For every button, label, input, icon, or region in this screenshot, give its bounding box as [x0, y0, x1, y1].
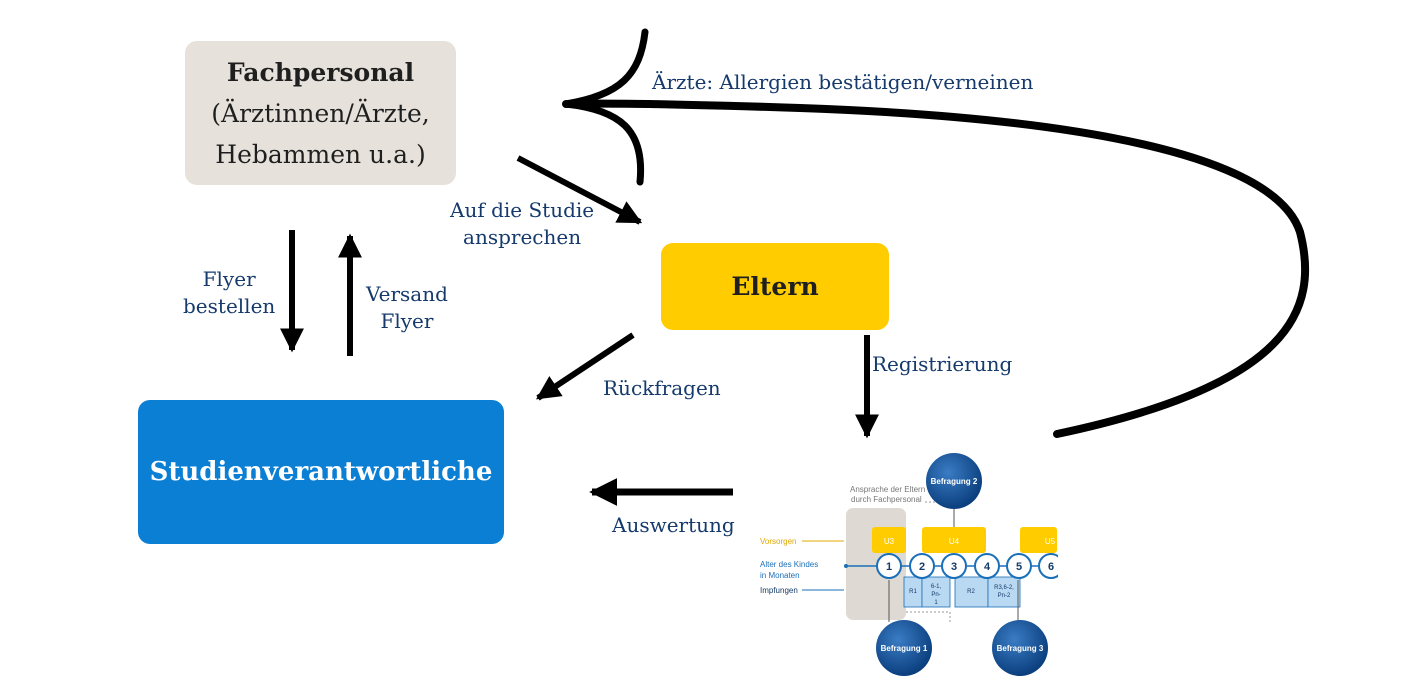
- row-label-alter-1: Alter des Kindes: [760, 560, 818, 569]
- month-label-2: 2: [919, 561, 925, 573]
- row-label-alter-2: in Monaten: [760, 571, 800, 580]
- fachpersonal-line-1: Fachpersonal: [226, 57, 415, 87]
- label-flyer-bestellen-line-1: Flyer: [202, 267, 256, 291]
- month-label-1: 1: [886, 561, 892, 573]
- label-aerzte-allergien: Ärzte: Allergien bestätigen/verneinen: [652, 70, 1034, 94]
- month-label-6: 6: [1048, 561, 1054, 573]
- label-rueckfragen: Rückfragen: [603, 376, 721, 400]
- fachpersonal-line-2: (Ärztinnen/Ärzte,: [211, 98, 430, 128]
- month-circle-1: [876, 553, 902, 579]
- impf-r3-b: Pn-2: [998, 593, 1011, 599]
- month-label-5: 5: [1016, 561, 1022, 573]
- row-label-vorsorgen: Vorsorgen: [760, 537, 796, 546]
- feedback-loop-arrowhead: [565, 28, 649, 186]
- label-auf-die-studie: Auf die Studie ansprechen: [450, 197, 594, 251]
- node-fachpersonal: Fachpersonal (Ärztinnen/Ärzte, Hebammen …: [185, 41, 456, 185]
- month-circle-4: [974, 553, 1000, 579]
- month-circle-5: [1006, 553, 1032, 579]
- label-auf-die-studie-line-2: ansprechen: [463, 225, 582, 249]
- impf-6-1-c: 1: [934, 600, 938, 606]
- arrow-rueckfragen: [535, 332, 635, 401]
- node-studienverantwortliche: Studienverantwortliche: [138, 400, 504, 544]
- label-versand-flyer-line-2: Flyer: [380, 309, 434, 333]
- month-circle-3: [941, 553, 967, 579]
- feedback-loop-arrow: [562, 99, 1310, 438]
- vorsorge-u5: U5: [1045, 537, 1056, 546]
- row-label-impfungen: Impfungen: [760, 586, 798, 595]
- month-label-3: 3: [951, 561, 957, 573]
- befragung-3-circle: [992, 620, 1048, 676]
- vorsorge-u3: U3: [884, 537, 895, 546]
- fachpersonal-line-3: Hebammen u.a.): [215, 139, 426, 169]
- befragung-2-circle: [926, 453, 982, 509]
- label-versand-flyer: Versand Flyer: [366, 281, 448, 335]
- month-label-4: 4: [984, 561, 991, 573]
- impf-6-1-b: Pn-: [931, 592, 940, 598]
- impf-6-1-a: 6-1,: [931, 584, 942, 590]
- vorsorge-u4: U4: [949, 537, 960, 546]
- arrow-fach-to-eltern: [516, 155, 643, 225]
- node-eltern: Eltern: [661, 243, 889, 330]
- impf-r3-a: R3,6-2,: [994, 585, 1014, 591]
- label-flyer-bestellen: Flyer bestellen: [183, 266, 275, 320]
- label-auswertung: Auswertung: [612, 513, 735, 537]
- month-circle-2: [909, 553, 935, 579]
- studienverantwortliche-label: Studienverantwortliche: [149, 457, 493, 487]
- timeline-graphic: Ansprache der Eltern durch Fachpersonal …: [760, 440, 1118, 690]
- befragung-1-circle: [876, 620, 932, 676]
- label-versand-flyer-line-1: Versand: [366, 282, 448, 306]
- befragung-2-label: Befragung 2: [931, 477, 978, 486]
- label-auf-die-studie-line-1: Auf die Studie: [450, 198, 595, 222]
- eltern-label: Eltern: [731, 272, 819, 301]
- label-registrierung: Registrierung: [872, 352, 1013, 376]
- ansprache-label-2: durch Fachpersonal: [851, 495, 922, 504]
- ansprache-label-1: Ansprache der Eltern: [850, 485, 925, 494]
- label-flyer-bestellen-line-2: bestellen: [183, 294, 276, 318]
- befragung-3-label: Befragung 3: [997, 644, 1044, 653]
- impf-r2: R2: [967, 589, 975, 595]
- impf-r1: R1: [909, 589, 917, 595]
- befragung-1-label: Befragung 1: [881, 644, 928, 653]
